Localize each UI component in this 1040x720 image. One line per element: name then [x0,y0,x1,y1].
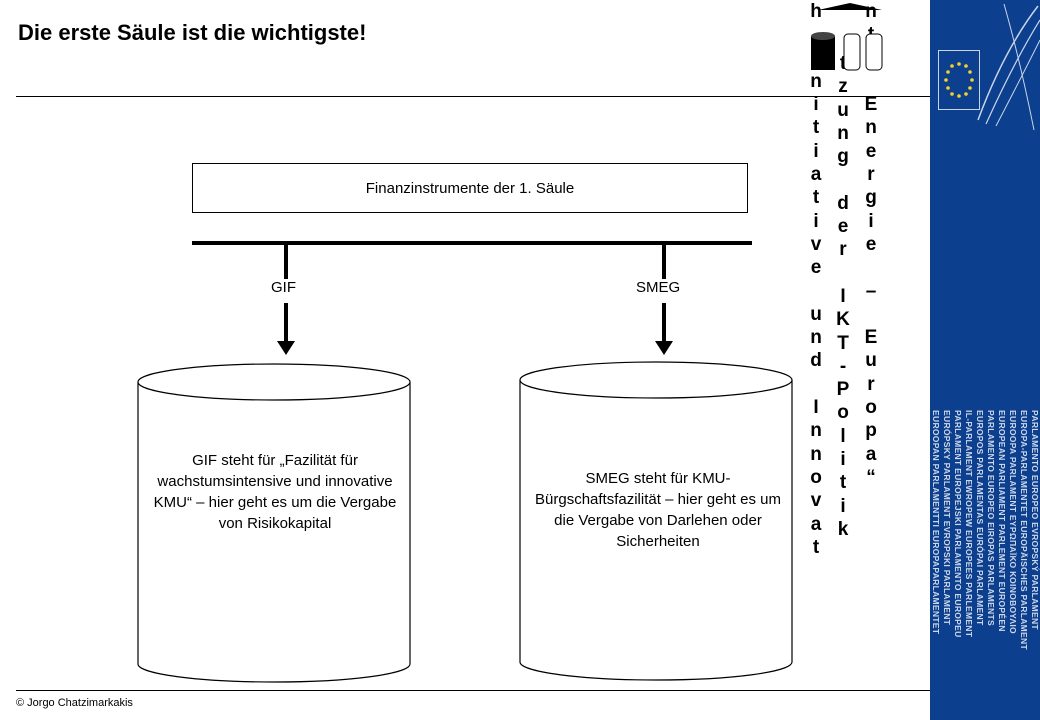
vertical-text-col3: n t e E n e r g i e – E u r o p a “ [864,1,878,488]
smeg-label: SMEG [636,279,681,296]
connector-bar [192,241,752,245]
ep-hemicycle-icon [977,3,1040,131]
smeg-arrow-line [662,303,666,342]
vertical-text-col2: t z u n g d e r I K T - P o l i t i k [836,53,850,540]
financial-instruments-label: Finanzinstrumente der 1. Säule [365,179,575,197]
banner-line: PARLAMENTO EUROPEO EIROPAS PARLAMENTS [986,410,996,626]
banner-line: EUROPA-PARLAMENTET EUROPÄISCHES PARLAMEN… [1019,410,1029,650]
gif-arrow-line [284,303,288,342]
banner-line: EUROPEAN PARLIAMENT PARLEMENT EUROPÉEN [997,410,1007,632]
banner-line: EUROOPA PARLAMENT ΕΥΡΩΠΑΪΚΟ ΚΟΙΝΟΒΟΥΛΙΟ [1008,410,1018,634]
copyright-text: © Jorgo Chatzimarkakis [16,697,133,709]
title-divider [16,96,930,97]
smeg-cylinder [519,361,793,681]
banner-line: IL-PARLAMENT EWROPEW EUROPEES PARLEMENT [964,410,974,638]
smeg-arrowhead-icon [655,341,673,355]
banner-line: EUROPOS PARLAMENTAS EURÓPAI PARLAMENT [975,410,985,626]
gif-label: GIF [271,279,296,296]
gif-cylinder [137,363,411,683]
gif-stub-line [284,245,288,279]
gif-description: GIF steht für „Fazilität für wachstumsin… [153,452,397,532]
gif-arrowhead-icon [277,341,295,355]
banner-line: PARLAMENTO EUROPEO EVROPSKÝ PARLAMENT [1030,410,1040,630]
eu-flag-icon [938,50,980,110]
battery-icon [811,3,883,71]
bottom-divider [16,690,930,691]
smeg-stub-line [662,245,666,279]
smeg-description: SMEG steht für KMU-Bürgschaftsfazilität … [535,470,781,550]
financial-instruments-box: Finanzinstrumente der 1. Säule [192,163,748,213]
ep-banner: PARLAMENTO EUROPEO EVROPSKÝ PARLAMENT EU… [930,0,1040,720]
slide-title: Die erste Säule ist die wichtigste! [18,20,367,45]
banner-line: EUROOPAN PARLAMENTTI EUROPAPARLAMENTET [931,410,941,635]
vertical-text-col1: h I n i t i a t i v e u n d I n n o v a … [810,1,822,558]
ep-banner-text: PARLAMENTO EUROPEO EVROPSKÝ PARLAMENT EU… [930,410,1040,650]
banner-line: PARLAMENT EUROPEJSKI PARLAMENTO EUROPEU [953,410,963,638]
banner-line: EURÓPSKY PARLAMENT EVROPSKI PARLAMENT [942,410,952,626]
